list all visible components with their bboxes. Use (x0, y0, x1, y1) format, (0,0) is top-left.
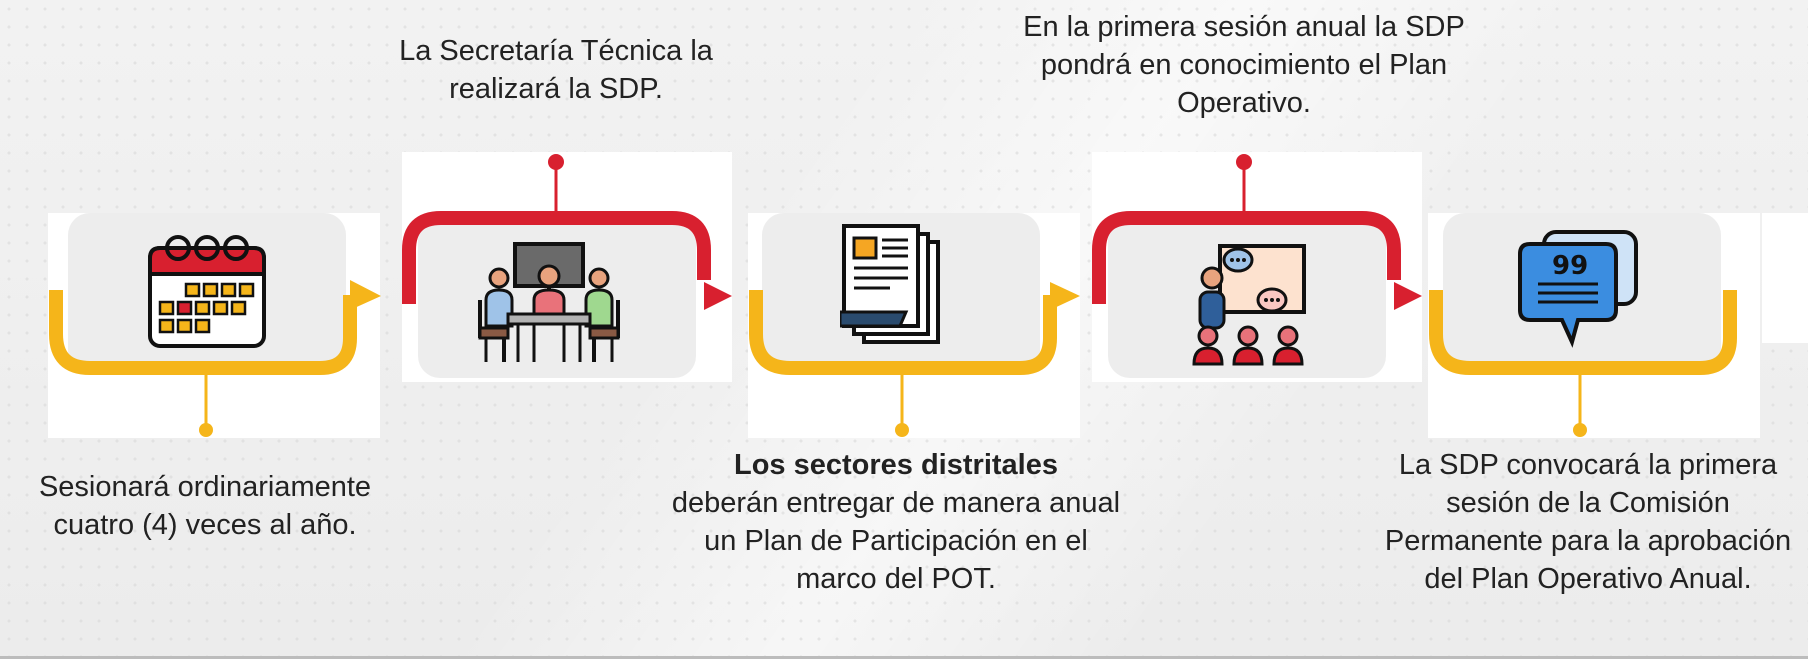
arrow-head-3 (1050, 282, 1080, 310)
quote-chat-icon: 99 (1518, 230, 1638, 348)
arrow-head-2 (704, 282, 732, 310)
caption-step1: Sesionará ordinariamente cuatro (4) vece… (2, 468, 408, 544)
caption-step4: En la primera sesión anual la SDP pondrá… (1006, 8, 1482, 122)
caption-step2-text: La Secretaría Técnica la realizará la SD… (399, 35, 713, 105)
documents-icon (840, 224, 940, 344)
connector-step4 (1092, 211, 1401, 304)
caption-step3: Los sectores distritales deberán entrega… (660, 446, 1132, 598)
connector-step3 (749, 290, 1057, 375)
meeting-icon (478, 242, 620, 362)
caption-step5: La SDP convocará la primera sesión de la… (1372, 446, 1804, 598)
connector-step5 (1429, 290, 1737, 375)
calendar-icon (148, 235, 266, 348)
arrow-head-4 (1394, 282, 1422, 310)
arrow-head-1 (350, 280, 381, 310)
svg-text:99: 99 (1552, 251, 1588, 281)
bottom-border (0, 656, 1808, 659)
caption-step3-bold: Los sectores distritales (734, 449, 1058, 481)
caption-step1-text: Sesionará ordinariamente cuatro (4) vece… (38, 471, 372, 541)
panel-edge (1762, 213, 1808, 343)
caption-step4-text: En la primera sesión anual la SDP pondrá… (1023, 11, 1465, 119)
presentation-icon (1192, 244, 1306, 366)
caption-step3-text: deberán entregar de manera anual un Plan… (671, 487, 1121, 595)
caption-step5-text: La SDP convocará la primera sesión de la… (1384, 449, 1792, 595)
caption-step2: La Secretaría Técnica la realizará la SD… (380, 32, 732, 108)
